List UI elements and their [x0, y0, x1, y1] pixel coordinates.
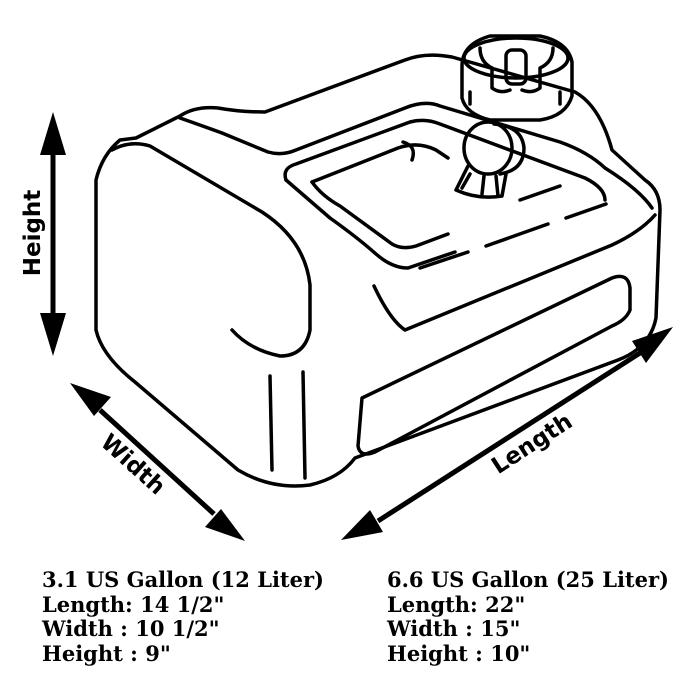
spec-title: 3.1 US Gallon (12 Liter) [42, 567, 324, 592]
width-arrow-shaft [98, 408, 216, 516]
spec-title: 6.6 US Gallon (25 Liter) [387, 567, 669, 592]
spec-block-6-6-gallon: 6.6 US Gallon (25 Liter) Length: 22" Wid… [387, 567, 669, 666]
height-arrow-head-down [40, 313, 66, 356]
fuel-tank-illustration: Height Width Length [20, 34, 673, 541]
spec-width: Width : 10 1/2" [42, 616, 220, 641]
spec-height: Height : 9" [42, 640, 171, 666]
width-arrow-head-bottom [205, 509, 245, 541]
dimension-arrows [40, 112, 673, 541]
fuel-tank-drawing [94, 34, 662, 488]
height-arrow-head-up [40, 112, 66, 155]
length-arrow-head-left [341, 510, 383, 540]
length-arrow-head-right [632, 327, 673, 363]
spec-length: Length: 14 1/2" [42, 591, 225, 617]
height-label: Height [20, 190, 46, 277]
spec-height: Height : 10" [387, 640, 531, 666]
length-arrow-shaft [376, 350, 642, 524]
spec-block-3-1-gallon: 3.1 US Gallon (12 Liter) Length: 14 1/2"… [42, 567, 324, 666]
spec-width: Width : 15" [387, 616, 521, 641]
width-arrow-head-top [70, 383, 111, 416]
spec-length: Length: 22" [387, 591, 526, 617]
